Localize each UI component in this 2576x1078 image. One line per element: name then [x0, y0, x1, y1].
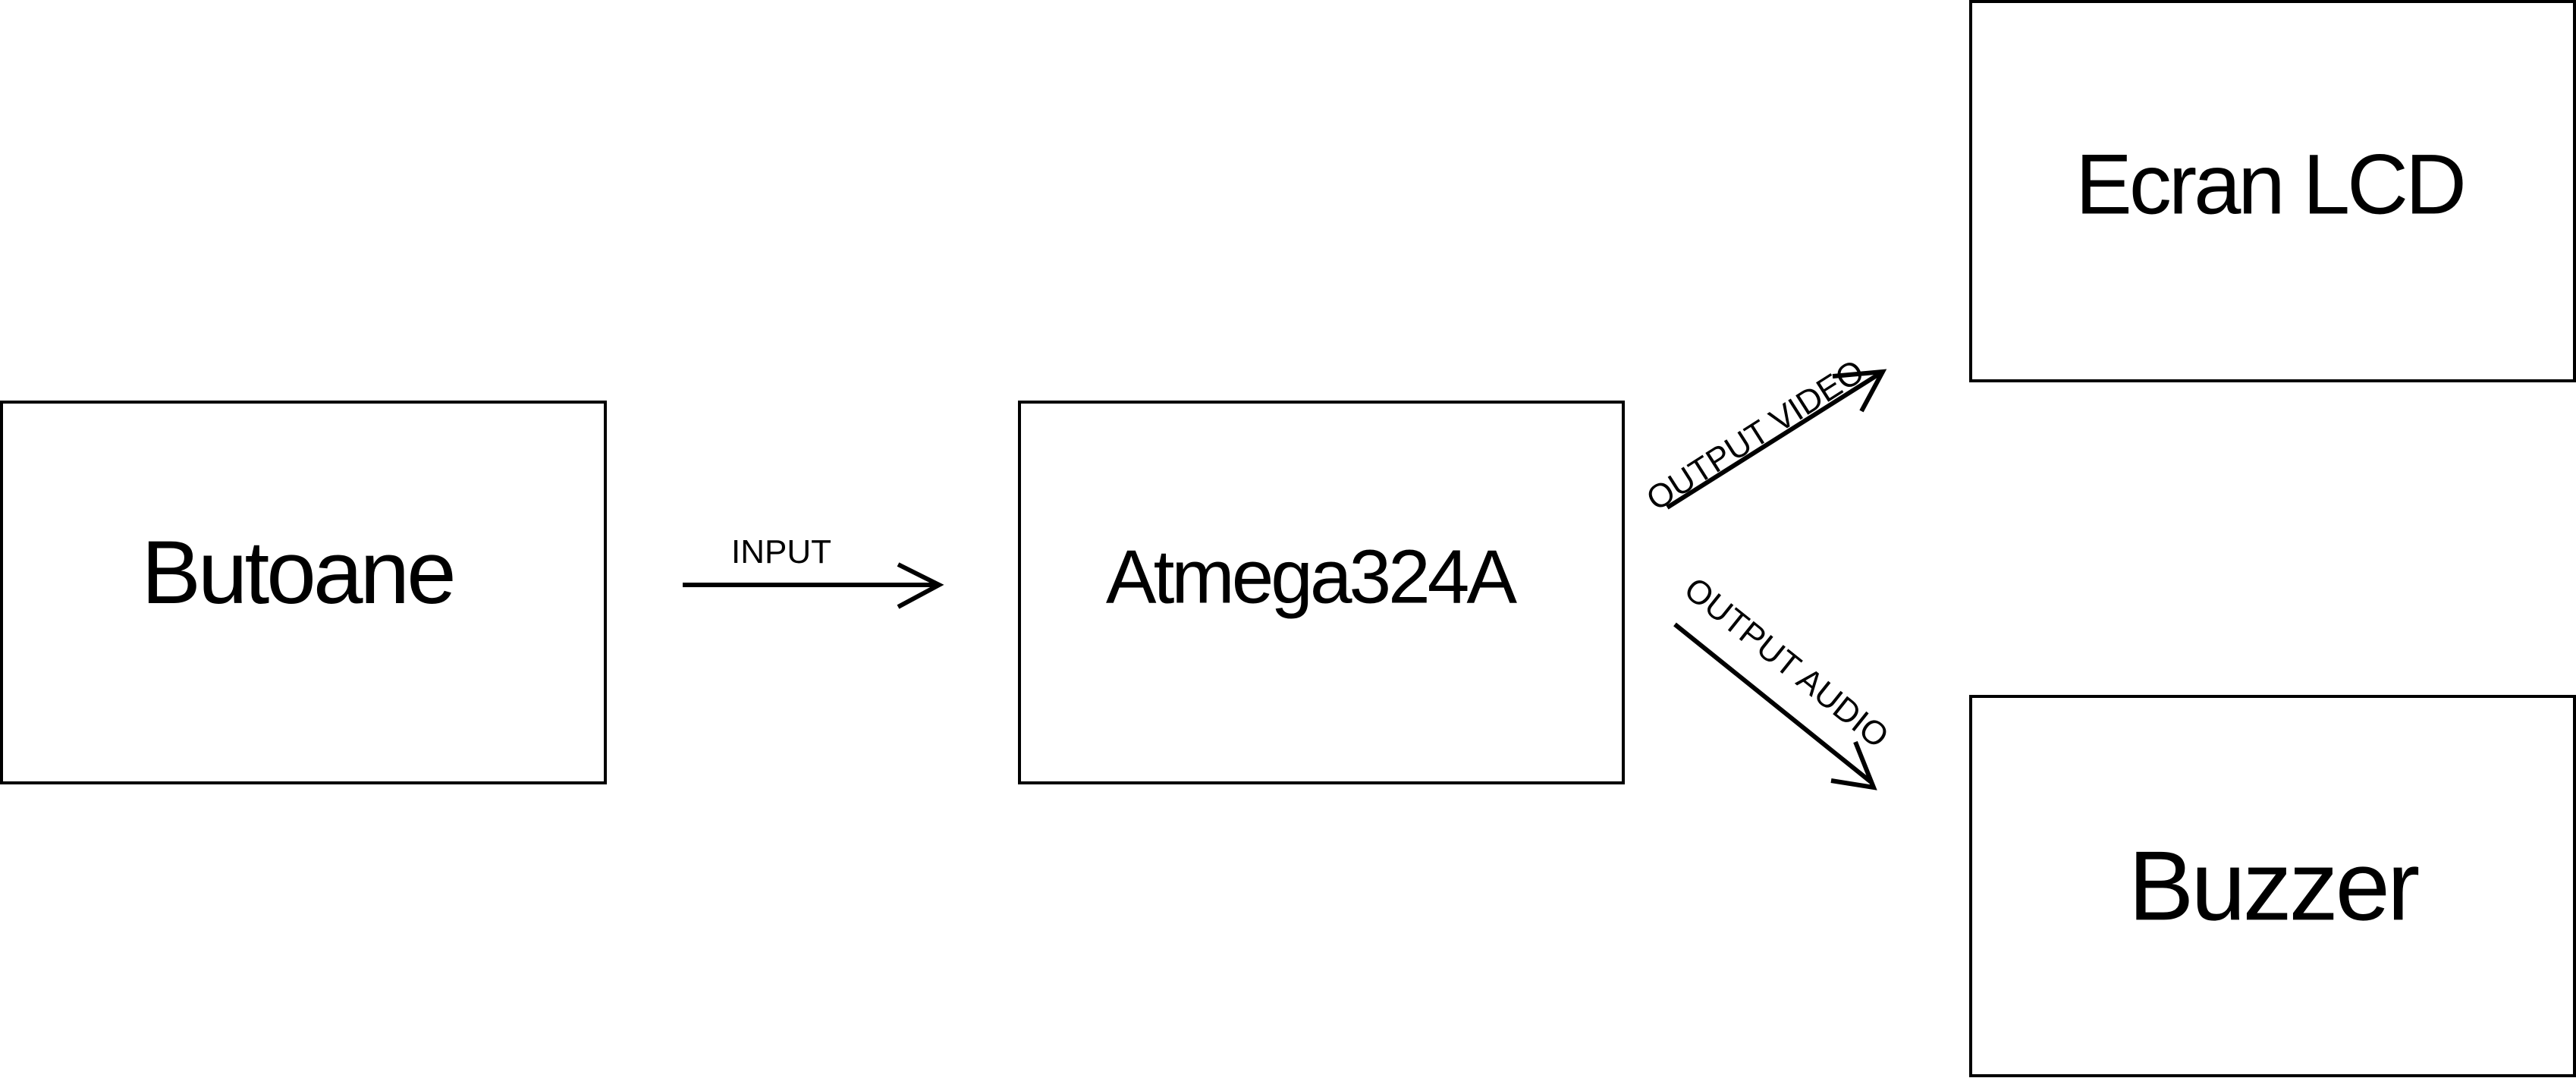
node-atmega-box — [1018, 401, 1625, 784]
node-butoane-label: Butoane — [141, 523, 454, 623]
node-buzzer-box — [1969, 695, 2576, 1077]
node-buzzer-label: Buzzer — [2128, 830, 2419, 941]
node-ecran-label: Ecran LCD — [2075, 137, 2464, 232]
edge-input: INPUT — [683, 533, 944, 609]
edge-output-video-label: OUTPUT VIDEO — [1640, 353, 1871, 518]
edge-output-video: OUTPUT VIDEO — [1640, 353, 1887, 518]
edge-output-audio: OUTPUT AUDIO — [1673, 570, 1896, 790]
node-butoane: Butoane — [0, 401, 607, 784]
node-atmega-label: Atmega324A — [1106, 534, 1517, 619]
edge-input-arrowhead — [897, 562, 944, 609]
edge-output-audio-arrowhead — [1830, 740, 1877, 790]
node-butoane-box — [0, 401, 607, 784]
node-buzzer: Buzzer — [1969, 695, 2576, 1077]
node-atmega: Atmega324A — [1018, 401, 1625, 784]
edge-output-video-arrowhead — [1832, 369, 1887, 413]
edge-input-label: INPUT — [731, 533, 831, 570]
node-ecran-box — [1969, 0, 2576, 382]
node-ecran: Ecran LCD — [1969, 0, 2576, 382]
edge-output-audio-line — [1673, 622, 1874, 785]
edge-output-video-line — [1666, 369, 1884, 510]
edge-output-audio-label: OUTPUT AUDIO — [1677, 570, 1896, 756]
